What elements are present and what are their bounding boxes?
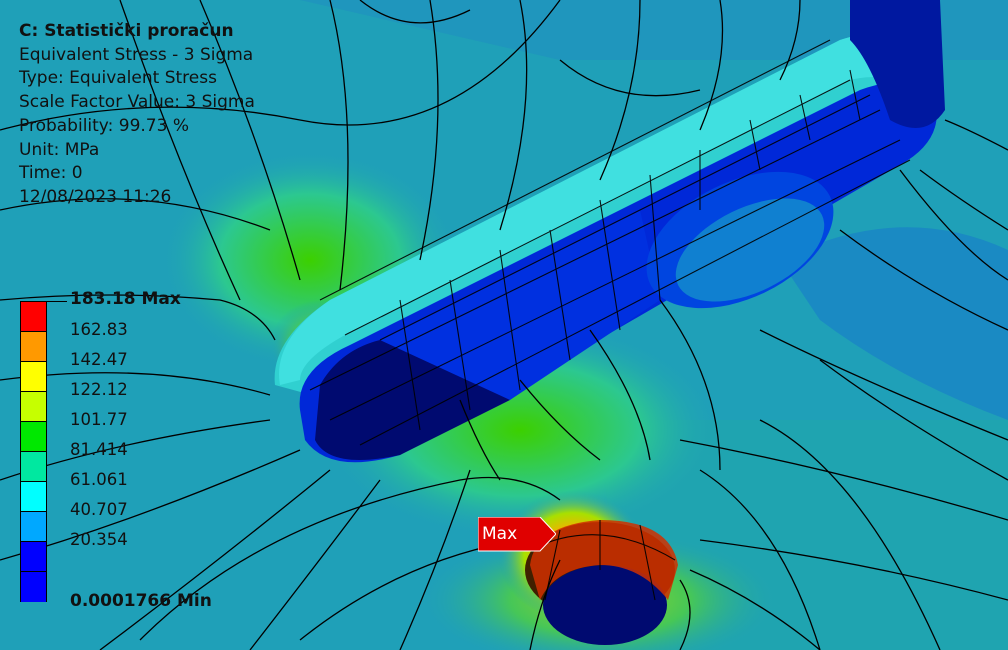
legend-band [21, 332, 46, 362]
legend-max-label: 183.18 Max [70, 289, 181, 309]
max-probe-flag[interactable]: Max [478, 517, 556, 552]
legend-band [21, 512, 46, 542]
result-name: Equivalent Stress - 3 Sigma [19, 44, 254, 65]
legend-min-label: 0.0001766 Min [70, 591, 212, 611]
legend-level-label: 61.061 [70, 470, 128, 489]
unit: Unit: MPa [19, 139, 100, 160]
legend-level-label: 81.414 [70, 440, 128, 459]
legend-color-bar [20, 301, 47, 602]
legend-band [21, 542, 46, 572]
scale-factor: Scale Factor Value: 3 Sigma [19, 92, 255, 113]
legend-band [21, 482, 46, 512]
legend-level-label: 142.47 [70, 350, 128, 369]
result-info-panel: C: Statistički proračun Equivalent Stres… [19, 20, 255, 210]
legend-level-label: 122.12 [70, 380, 128, 399]
legend-band [21, 572, 46, 602]
result-title: C: Statistički proračun [19, 21, 234, 41]
color-legend[interactable]: 183.18 Max 162.83 142.47 122.12 101.77 8… [20, 289, 220, 625]
legend-level-label: 101.77 [70, 410, 128, 429]
max-probe-label: Max [482, 524, 518, 544]
probe-flag-shape [478, 517, 556, 552]
legend-band [21, 452, 46, 482]
legend-level-label: 40.707 [70, 500, 128, 519]
legend-band [21, 392, 46, 422]
legend-band [21, 362, 46, 392]
legend-band [21, 422, 46, 452]
probability: Probability: 99.73 % [19, 115, 189, 136]
legend-level-label: 162.83 [70, 320, 128, 339]
legend-tick [47, 301, 67, 302]
time: Time: 0 [19, 163, 83, 184]
result-type: Type: Equivalent Stress [19, 68, 217, 89]
timestamp: 12/08/2023 11:26 [19, 186, 172, 207]
legend-band [21, 302, 46, 332]
legend-level-label: 20.354 [70, 530, 128, 549]
